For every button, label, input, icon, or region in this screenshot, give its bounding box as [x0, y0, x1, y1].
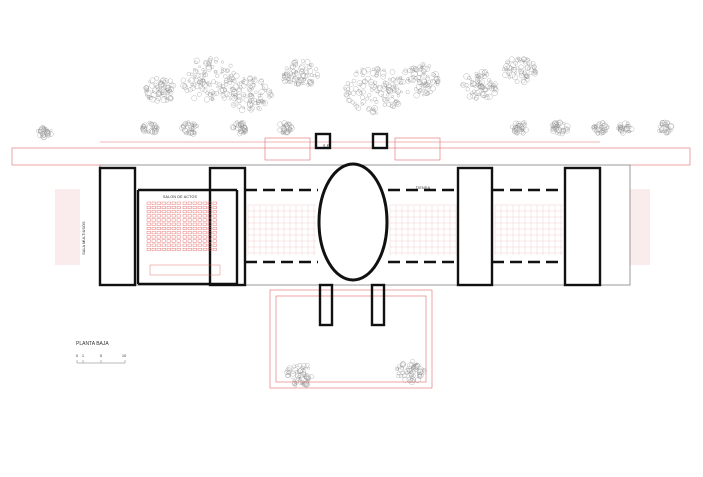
drawing-title: PLANTA BAJA [76, 341, 109, 347]
scale-tick: 5 [100, 354, 102, 358]
tree [230, 120, 248, 137]
seating [146, 201, 221, 276]
tree [657, 119, 675, 136]
tree [180, 56, 240, 103]
tree [502, 56, 538, 86]
label-tienda: TIENDA [416, 186, 431, 190]
tree [139, 120, 160, 135]
outer-corridor [11, 137, 691, 389]
tree [549, 119, 571, 137]
tree [281, 58, 320, 87]
label-left-wing: SALA MULTIUSOS [82, 221, 86, 255]
tree [228, 75, 275, 113]
tree [284, 363, 315, 388]
label-service: S.E. [323, 144, 331, 148]
tree [36, 125, 54, 141]
grid-floors [247, 204, 563, 255]
label-salon-de-actos: SALON DE ACTOS [163, 195, 197, 199]
tree [395, 358, 427, 385]
scale-tick: 0 [76, 354, 78, 358]
wing-hatching [55, 189, 650, 265]
tree [616, 120, 635, 136]
tree [343, 66, 404, 116]
scale-bar: 0 1 5 10 [76, 354, 126, 364]
tree [591, 120, 610, 136]
tree [510, 120, 529, 136]
tree [179, 120, 199, 137]
tree [460, 69, 499, 101]
trees [36, 56, 675, 388]
walls [98, 132, 631, 327]
tree [277, 120, 295, 136]
tree [398, 62, 441, 99]
scale-tick: 1 [82, 354, 84, 358]
tree [143, 76, 177, 104]
scale-tick: 10 [122, 354, 126, 358]
